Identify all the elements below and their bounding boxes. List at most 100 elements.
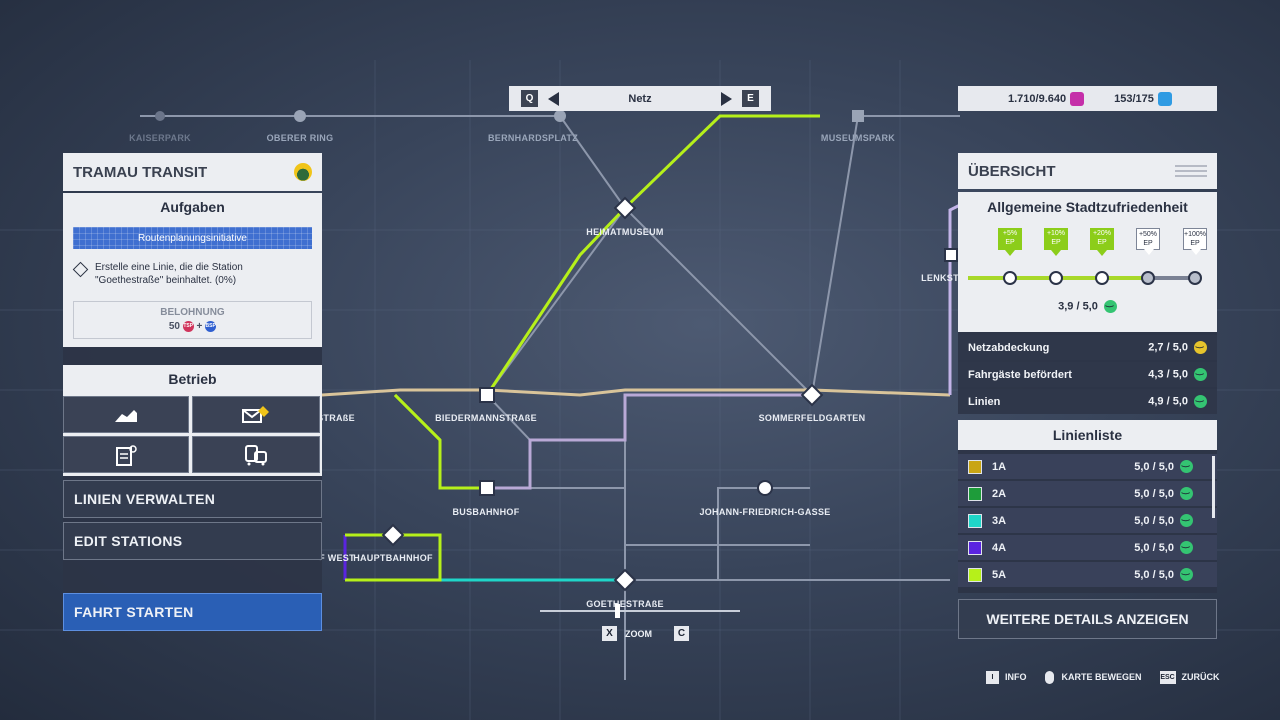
- start-ride-button[interactable]: FAHRT STARTEN: [63, 593, 322, 631]
- operations-grid: [63, 393, 322, 476]
- station-label-busbahnhof: BUSBAHNHOF: [452, 507, 520, 517]
- view-switcher: Q Netz E: [509, 86, 771, 111]
- money-value: 1.710/9.640: [1008, 92, 1067, 105]
- neutral-smiley-icon: [1194, 338, 1207, 354]
- station-label-bernhardsplatz: BERNHARDSPLATZ: [487, 133, 579, 143]
- metric-row[interactable]: Netzabdeckung 2,7 / 5,0: [958, 335, 1217, 360]
- task-banner: Routenplanungsinitiative: [73, 227, 312, 249]
- happy-smiley-icon: [1180, 565, 1193, 581]
- station-label-strasse-left: STRAßE: [317, 413, 355, 423]
- tier-100: +100%EP: [1183, 228, 1207, 255]
- resource-bar: 1.710/9.640 153/175: [958, 86, 1217, 111]
- list-item[interactable]: 3A 5,0 / 5,0: [958, 508, 1217, 533]
- reward-box: BELOHNUNG 50 TSP + BSP: [73, 301, 312, 339]
- zoom-control[interactable]: X ZOOM C: [540, 604, 740, 641]
- more-details-button[interactable]: WEITERE DETAILS ANZEIGEN: [958, 599, 1217, 639]
- zoom-out-key[interactable]: X: [602, 626, 617, 641]
- menu-icon[interactable]: [1175, 163, 1207, 179]
- view-title: Netz: [628, 92, 652, 105]
- report-gear-icon: [116, 444, 137, 466]
- tier-20: +20%EP: [1090, 228, 1114, 256]
- metric-row[interactable]: Linien 4,9 / 5,0: [958, 389, 1217, 414]
- satisfaction-tiers: +5%EP +10%EP +20%EP +50%EP +100%EP 3,9 /…: [958, 222, 1217, 332]
- station-label-oberer-ring: OBERER RING: [266, 133, 334, 143]
- zoom-handle[interactable]: [615, 604, 620, 618]
- line-list-title: Linienliste: [1052, 427, 1123, 443]
- satisfaction-area: Allgemeine Stadtzufriedenheit +5%EP +10%…: [958, 192, 1217, 332]
- line-color-swatch: [968, 567, 982, 582]
- statistics-button[interactable]: [63, 396, 189, 433]
- company-name: TRAMAU TRANSIT: [73, 163, 208, 181]
- station-label-west: F WEST: [319, 553, 355, 563]
- tier-50: +50%EP: [1136, 228, 1160, 255]
- messages-button[interactable]: [192, 396, 320, 433]
- hint-move-map[interactable]: KARTE BEWEGEN: [1044, 671, 1142, 684]
- mouse-icon: [1044, 671, 1054, 684]
- line-color-swatch: [968, 459, 982, 474]
- next-view-key[interactable]: E: [741, 90, 759, 107]
- metric-row[interactable]: Fahrgäste befördert 4,3 / 5,0: [958, 362, 1217, 387]
- zoom-track[interactable]: [540, 610, 740, 612]
- station-label-biedermannstrasse: BIEDERMANNSTRAßE: [435, 413, 537, 423]
- line-list-scrollbar[interactable]: [1212, 456, 1215, 518]
- zoom-in-key[interactable]: C: [674, 626, 689, 641]
- line-color-swatch: [968, 486, 982, 501]
- statistics-icon: [115, 409, 137, 422]
- list-item[interactable]: 2A 5,0 / 5,0: [958, 481, 1217, 506]
- prev-view-key[interactable]: Q: [521, 90, 538, 107]
- station-label-kaiserpark: KAISERPARK: [129, 133, 191, 143]
- happy-smiley-icon: [1180, 538, 1193, 554]
- tier-5: +5%EP: [998, 228, 1022, 256]
- mail-icon: [242, 405, 269, 423]
- operations-title: Betrieb: [63, 365, 322, 393]
- list-item[interactable]: 5A 5,0 / 5,0: [958, 562, 1217, 587]
- happy-smiley-icon: [1103, 297, 1117, 313]
- reward-label: BELOHNUNG: [160, 307, 225, 319]
- station-label-heimatmuseum: HEIMATMUSEUM: [586, 227, 664, 237]
- happy-smiley-icon: [1180, 484, 1193, 500]
- arrow-right-icon[interactable]: [720, 91, 732, 106]
- station-label-lenkstr: LENKST: [921, 273, 959, 283]
- reward-plus: +: [196, 321, 203, 333]
- company-header: TRAMAU TRANSIT: [63, 153, 322, 191]
- happy-smiley-icon: [1180, 511, 1193, 527]
- zoom-label: ZOOM: [625, 628, 652, 639]
- line-color-swatch: [968, 513, 982, 528]
- chart-icon: [1070, 91, 1085, 106]
- arrow-left-icon[interactable]: [548, 91, 559, 106]
- line-list: 1A 5,0 / 5,0 2A 5,0 / 5,0 3A 5,0 / 5,0 4…: [958, 450, 1217, 593]
- vehicles-button[interactable]: [192, 436, 320, 473]
- station-label-goethestrasse: GOETHESTRAßE: [586, 599, 664, 609]
- bsp-icon: BSP: [205, 321, 217, 333]
- satisfaction-track: [968, 271, 1202, 285]
- esc-key: ESC: [1159, 671, 1176, 684]
- tasks-title: Aufgaben: [63, 193, 322, 221]
- task-item[interactable]: Erstelle eine Linie, die die Station "Go…: [72, 261, 310, 287]
- task-diamond-icon: [72, 261, 89, 278]
- tier-10: +10%EP: [1044, 228, 1068, 256]
- station-label-sommerfeldgarten: SOMMERFELDGARTEN: [758, 413, 866, 423]
- reward-value: 50: [168, 321, 180, 333]
- happy-smiley-icon: [1194, 392, 1207, 408]
- overview-header: ÜBERSICHT: [958, 153, 1217, 189]
- station-label-johann-friedrich-gasse: JOHANN-FRIEDRICH-GASSE: [699, 507, 831, 517]
- company-panel: TRAMAU TRANSIT Aufgaben Routenplanungsin…: [63, 153, 322, 631]
- edit-stations-button[interactable]: EDIT STATIONS: [63, 522, 322, 560]
- passenger-value: 153/175: [1114, 92, 1154, 105]
- task-text-line-2: "Goethestraße" beinhaltet. (0%): [95, 275, 237, 286]
- task-text-line-1: Erstelle eine Linie, die die Station: [95, 262, 243, 273]
- list-item[interactable]: 4A 5,0 / 5,0: [958, 535, 1217, 560]
- overview-panel: ÜBERSICHT Allgemeine Stadtzufriedenheit …: [958, 153, 1217, 639]
- tsp-icon: TSP: [182, 321, 194, 333]
- vehicles-icon: [245, 444, 267, 465]
- reports-button[interactable]: [63, 436, 189, 473]
- manage-lines-button[interactable]: LINIEN VERWALTEN: [63, 480, 322, 518]
- happy-smiley-icon: [1180, 457, 1193, 473]
- passenger-icon: [1157, 91, 1172, 106]
- list-item[interactable]: 1A 5,0 / 5,0: [958, 454, 1217, 479]
- company-logo-icon: [294, 163, 312, 181]
- info-key: I: [986, 671, 999, 684]
